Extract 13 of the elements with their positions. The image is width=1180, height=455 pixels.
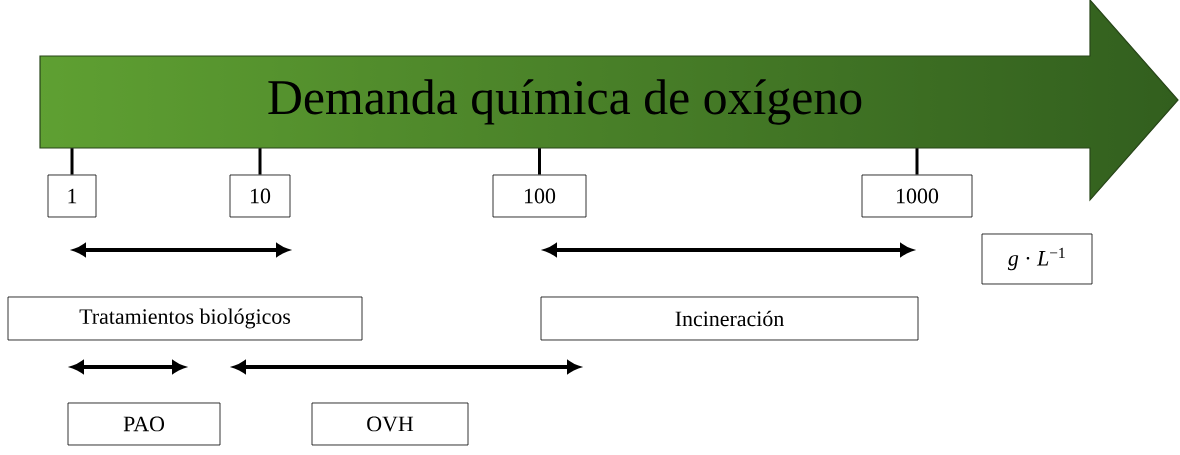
unit-box: g · L$^{−1}$ xyxy=(981,233,1093,285)
label-box: PAO xyxy=(67,402,221,446)
label-box: 1 xyxy=(47,174,97,218)
label-box: 100 xyxy=(492,174,587,218)
tick-line xyxy=(915,148,919,175)
label-box: Incineración xyxy=(540,296,919,341)
tick-line xyxy=(538,148,541,175)
tick-line xyxy=(70,148,74,175)
label-box: OVH xyxy=(311,402,469,446)
label-box: 10 xyxy=(229,174,291,218)
label-box: Tratamientos biológicos xyxy=(7,296,363,341)
tick-line xyxy=(258,148,262,175)
label-box: 1000 xyxy=(861,174,973,218)
